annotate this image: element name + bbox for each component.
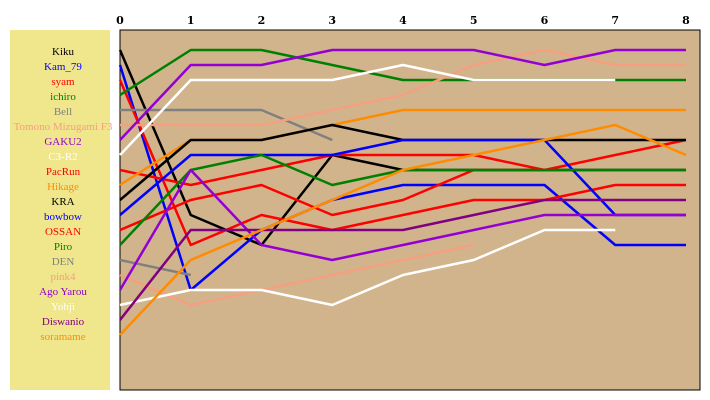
x-tick-label-3: 3 bbox=[328, 14, 336, 27]
legend-entry-kiku: Kiku bbox=[52, 46, 75, 58]
x-tick-label-7: 7 bbox=[611, 14, 619, 27]
legend-entry-hikage: Hikage bbox=[47, 181, 79, 193]
plot-area bbox=[119, 29, 701, 391]
x-tick-label-8: 8 bbox=[682, 14, 690, 27]
legend-entry-c3-r2: C3-R2 bbox=[48, 151, 77, 163]
legend-entry-den: DEN bbox=[52, 256, 75, 268]
legend-entry-ossan: OSSAN bbox=[45, 226, 81, 238]
legend-entry-pacrun: PacRun bbox=[46, 166, 81, 178]
legend-entry-kra: KRA bbox=[51, 196, 74, 208]
legend-entry-soramame: soramame bbox=[40, 331, 85, 343]
series-line-pink4 bbox=[119, 243, 475, 307]
series-line-bowbow bbox=[119, 138, 686, 217]
series-line-diswanio bbox=[119, 198, 686, 321]
series-line-ago-yarou bbox=[118, 168, 686, 291]
legend-entry-bell: Bell bbox=[54, 106, 72, 118]
legend-entry-tomono-mizugami-f3: Tomono Mizugami F3 bbox=[14, 121, 113, 133]
series-line-c3-r2 bbox=[119, 63, 616, 156]
legend-entry-bowbow: bowbow bbox=[44, 211, 82, 223]
series-line-gaku2 bbox=[119, 48, 686, 141]
series-line-kam-79 bbox=[118, 64, 686, 292]
legend-entry-ichiro: ichiro bbox=[50, 91, 76, 103]
series-line-tomono-mizugami-f3 bbox=[120, 48, 686, 127]
x-tick-label-2: 2 bbox=[258, 14, 266, 27]
legend-entry-yohji: Yohji bbox=[51, 301, 75, 313]
x-tick-label-4: 4 bbox=[399, 14, 407, 27]
legend-background bbox=[10, 30, 110, 390]
legend-entry-pink4: pink4 bbox=[50, 271, 76, 283]
series-line-bell bbox=[120, 108, 333, 142]
series-line-yohji bbox=[119, 228, 616, 307]
legend-entry-syam: syam bbox=[51, 76, 75, 88]
x-tick-label-6: 6 bbox=[541, 14, 549, 27]
legend-entry-kam-79: Kam_79 bbox=[44, 61, 82, 73]
series-lines bbox=[118, 48, 687, 336]
series-line-pacrun bbox=[119, 138, 687, 187]
x-tick-label-1: 1 bbox=[187, 14, 195, 27]
x-axis-ticks: 0 1 2 3 4 5 6 7 8 bbox=[116, 14, 690, 27]
series-line-soramame bbox=[119, 123, 687, 336]
legend-entry-gaku2: GAKU2 bbox=[44, 136, 81, 148]
x-tick-label-5: 5 bbox=[470, 14, 478, 27]
legend-entry-piro: Piro bbox=[54, 241, 73, 253]
legend-entry-ago-yarou: Ago Yarou bbox=[39, 286, 87, 298]
legend-entry-diswanio: Diswanio bbox=[42, 316, 85, 328]
x-tick-label-0: 0 bbox=[116, 14, 124, 27]
